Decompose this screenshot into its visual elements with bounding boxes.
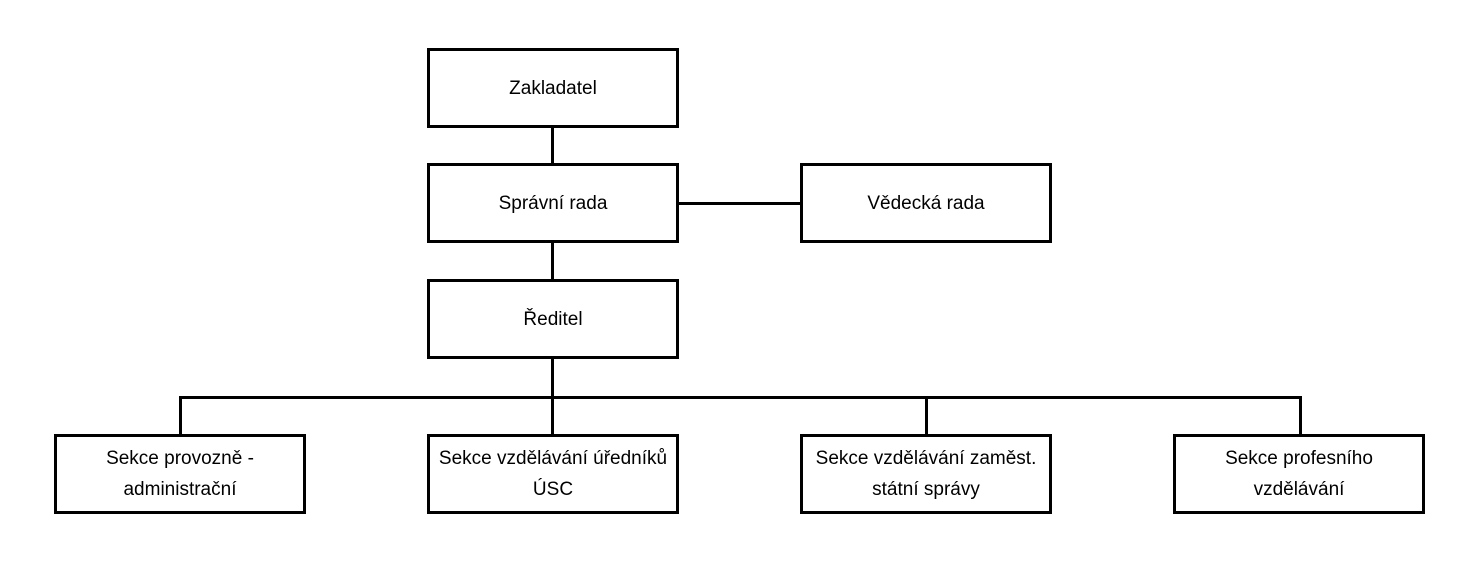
connector-founder-board	[551, 126, 554, 165]
node-director-label: Ředitel	[523, 308, 583, 330]
connector-bus-section-professional	[1299, 396, 1302, 436]
node-section-professional: Sekce profesního vzdělávání	[1173, 434, 1425, 514]
connector-board-scientific-council	[678, 202, 802, 205]
node-scientific-council-label: Vědecká rada	[867, 192, 985, 214]
node-section-officials: Sekce vzdělávání úředníků ÚSC	[427, 434, 679, 514]
node-section-officials-line-2: ÚSC	[532, 479, 574, 500]
node-section-officials-label: Sekce vzdělávání úředníků ÚSC	[439, 443, 667, 505]
node-section-professional-line-2: vzdělávání	[1253, 479, 1345, 500]
node-section-operations-line-1: Sekce provozně -	[106, 448, 254, 469]
node-founder-label: Zakladatel	[509, 77, 597, 99]
node-board-label: Správní rada	[498, 192, 608, 214]
node-section-operations: Sekce provozně - administrační	[54, 434, 306, 514]
connector-director-trunk	[551, 357, 554, 398]
connector-bus-section-state-employees	[925, 396, 928, 436]
node-section-professional-line-1: Sekce profesního	[1225, 448, 1373, 469]
node-section-state-employees-label: Sekce vzdělávání zaměst. státní správy	[816, 443, 1037, 505]
node-founder: Zakladatel	[427, 48, 679, 128]
node-section-operations-label: Sekce provozně - administrační	[106, 443, 254, 505]
node-section-state-employees-line-1: Sekce vzdělávání zaměst.	[815, 448, 1037, 469]
node-section-operations-line-2: administrační	[123, 479, 237, 500]
node-section-officials-line-1: Sekce vzdělávání úředníků	[438, 448, 668, 469]
node-board: Správní rada	[427, 163, 679, 243]
node-section-professional-label: Sekce profesního vzdělávání	[1225, 443, 1373, 505]
node-section-state-employees-line-2: státní správy	[872, 479, 980, 500]
node-scientific-council: Vědecká rada	[800, 163, 1052, 243]
connector-bus-section-operations	[179, 396, 182, 436]
connector-board-director	[551, 241, 554, 281]
node-director: Ředitel	[427, 279, 679, 359]
connector-bus-section-officials	[551, 396, 554, 436]
connector-sections-bus	[179, 396, 1302, 399]
node-section-state-employees: Sekce vzdělávání zaměst. státní správy	[800, 434, 1052, 514]
